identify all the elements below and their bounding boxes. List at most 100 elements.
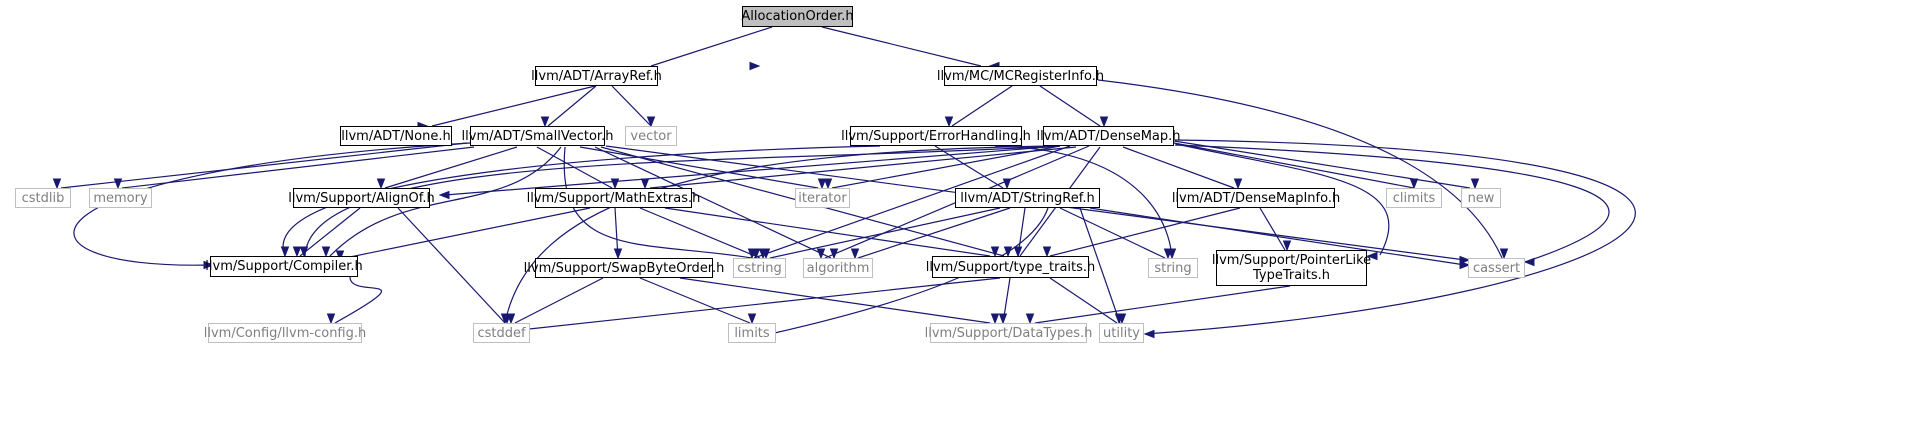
node-label: llvm/Support/MathExtras.h (526, 190, 701, 206)
node-label: llvm/Support/DataTypes.h (924, 325, 1093, 341)
node-label-line-2: TypeTraits.h (1252, 268, 1331, 283)
edge-arrowhead (998, 313, 1008, 325)
edge-arrowhead (749, 61, 761, 71)
dependency-edge (1122, 146, 1235, 189)
dependency-edge (444, 145, 1061, 196)
edge-arrowhead (335, 250, 345, 262)
edge-arrowhead (1143, 329, 1155, 339)
dependency-edge (121, 146, 475, 189)
node-compiler-h[interactable]: llvm/Support/Compiler.h (205, 256, 363, 277)
node-type-traits-h[interactable]: llvm/Support/type_traits.h (926, 256, 1095, 278)
edge-arrowhead (540, 116, 550, 128)
dependency-edge (1059, 207, 1166, 259)
edge-arrowhead (1099, 116, 1109, 128)
node-label: llvm/Support/Compiler.h (205, 259, 363, 274)
edge-arrowhead (113, 178, 123, 190)
edge-arrowhead (990, 246, 1000, 258)
node-arrayref-h[interactable]: llvm/ADT/ArrayRef.h (531, 66, 662, 86)
node-label: string (1154, 260, 1192, 276)
node-label: vector (630, 128, 672, 144)
edge-arrowhead (292, 246, 302, 258)
node-label: llvm/Support/AlignOf.h (288, 190, 435, 206)
node-label: cstdlib (21, 190, 65, 206)
node-none-h[interactable]: llvm/ADT/None.h (340, 126, 452, 146)
dependency-edge (594, 146, 832, 259)
node-allocation-order-h: AllocationOrder.h (741, 6, 854, 27)
dependency-edge (344, 207, 591, 259)
node-alignof-h[interactable]: llvm/Support/AlignOf.h (288, 188, 435, 208)
dependency-edge (1034, 285, 1291, 324)
node-label: llvm/ADT/ArrayRef.h (531, 68, 662, 84)
node-label: AllocationOrder.h (741, 9, 854, 24)
node-label: llvm/Support/SwapByteOrder.h (523, 260, 725, 276)
edge-arrowhead (376, 178, 386, 190)
edge-arrowhead (1114, 313, 1124, 325)
dependency-edge (73, 142, 471, 266)
dependency-edge (519, 277, 1001, 331)
node-cstring: cstring (733, 258, 786, 278)
dependency-edge (1079, 207, 1121, 324)
node-label: llvm/ADT/DenseMap.h (1036, 128, 1181, 144)
node-label: llvm/ADT/None.h (341, 128, 451, 144)
dependency-edge (821, 26, 982, 67)
dependency-edge (334, 276, 382, 324)
edge-arrowhead (280, 246, 290, 258)
dependency-edge (857, 207, 1011, 259)
dependency-edge (547, 85, 597, 127)
node-new: new (1461, 188, 1501, 208)
edge-arrowhead (52, 178, 62, 190)
dependency-edge (994, 145, 1173, 259)
edge-arrowhead (1013, 246, 1023, 258)
dependency-edge (611, 85, 652, 127)
dependency-edge (934, 145, 1004, 189)
node-stringref-h[interactable]: llvm/ADT/StringRef.h (955, 188, 1100, 208)
edge-arrowhead (203, 260, 215, 270)
edge-arrowhead (321, 246, 331, 258)
node-label: climits (1392, 190, 1436, 206)
dependency-edge (664, 207, 991, 257)
edge-arrowhead (1282, 240, 1292, 252)
edge-arrowhead (1042, 246, 1052, 258)
node-llvm-config-h: llvm/Config/llvm-config.h (204, 323, 366, 343)
node-utility: utility (1099, 323, 1144, 343)
edge-arrowhead (1233, 178, 1243, 190)
node-label: llvm/Support/type_traits.h (925, 259, 1096, 275)
node-mcregisterinfo-h[interactable]: llvm/MC/MCRegisterInfo.h (937, 66, 1104, 86)
edge-arrowhead (850, 248, 860, 260)
node-algorithm: algorithm (803, 258, 873, 278)
dependency-edges (52, 26, 1636, 339)
node-label: llvm/MC/MCRegisterInfo.h (936, 68, 1105, 84)
edge-arrowhead (326, 313, 336, 325)
node-label: llvm/Config/llvm-config.h (203, 325, 367, 341)
edge-arrowhead (1163, 248, 1173, 260)
node-densemapinfo-h[interactable]: llvm/ADT/DenseMapInfo.h (1172, 188, 1340, 208)
dependency-edge (1173, 140, 1471, 189)
node-label: llvm/ADT/SmallVector.h (461, 128, 614, 144)
dependency-edge (1097, 79, 1503, 259)
node-label: cstddef (477, 325, 526, 341)
node-limits: limits (728, 323, 776, 343)
edge-arrowhead (613, 248, 623, 260)
edge-arrowhead (640, 178, 650, 190)
node-iterator: iterator (795, 188, 850, 208)
dependency-edge (769, 207, 1001, 259)
dependency-edge (1173, 142, 1415, 189)
dependency-edge (639, 277, 751, 324)
node-errorhandling-h[interactable]: llvm/Support/ErrorHandling.h (841, 126, 1031, 146)
dependency-edge (1039, 85, 1101, 127)
node-mathextras-h[interactable]: llvm/Support/MathExtras.h (527, 188, 700, 208)
node-label: llvm/Support/ErrorHandling.h (841, 128, 1031, 144)
node-densemap-h[interactable]: llvm/ADT/DenseMap.h (1037, 126, 1181, 146)
node-label: new (1467, 190, 1495, 206)
node-swapbyteorder-h[interactable]: llvm/Support/SwapByteOrder.h (524, 258, 724, 278)
node-smallvector-h[interactable]: llvm/ADT/SmallVector.h (462, 126, 613, 146)
node-datatypes-h: llvm/Support/DataTypes.h (925, 323, 1092, 343)
node-cassert: cassert (1468, 258, 1525, 278)
node-memory: memory (89, 188, 152, 208)
node-vector: vector (625, 126, 677, 146)
edge-arrowhead (1459, 260, 1471, 270)
dependency-edge (60, 142, 468, 189)
edge-arrowhead (823, 178, 833, 190)
